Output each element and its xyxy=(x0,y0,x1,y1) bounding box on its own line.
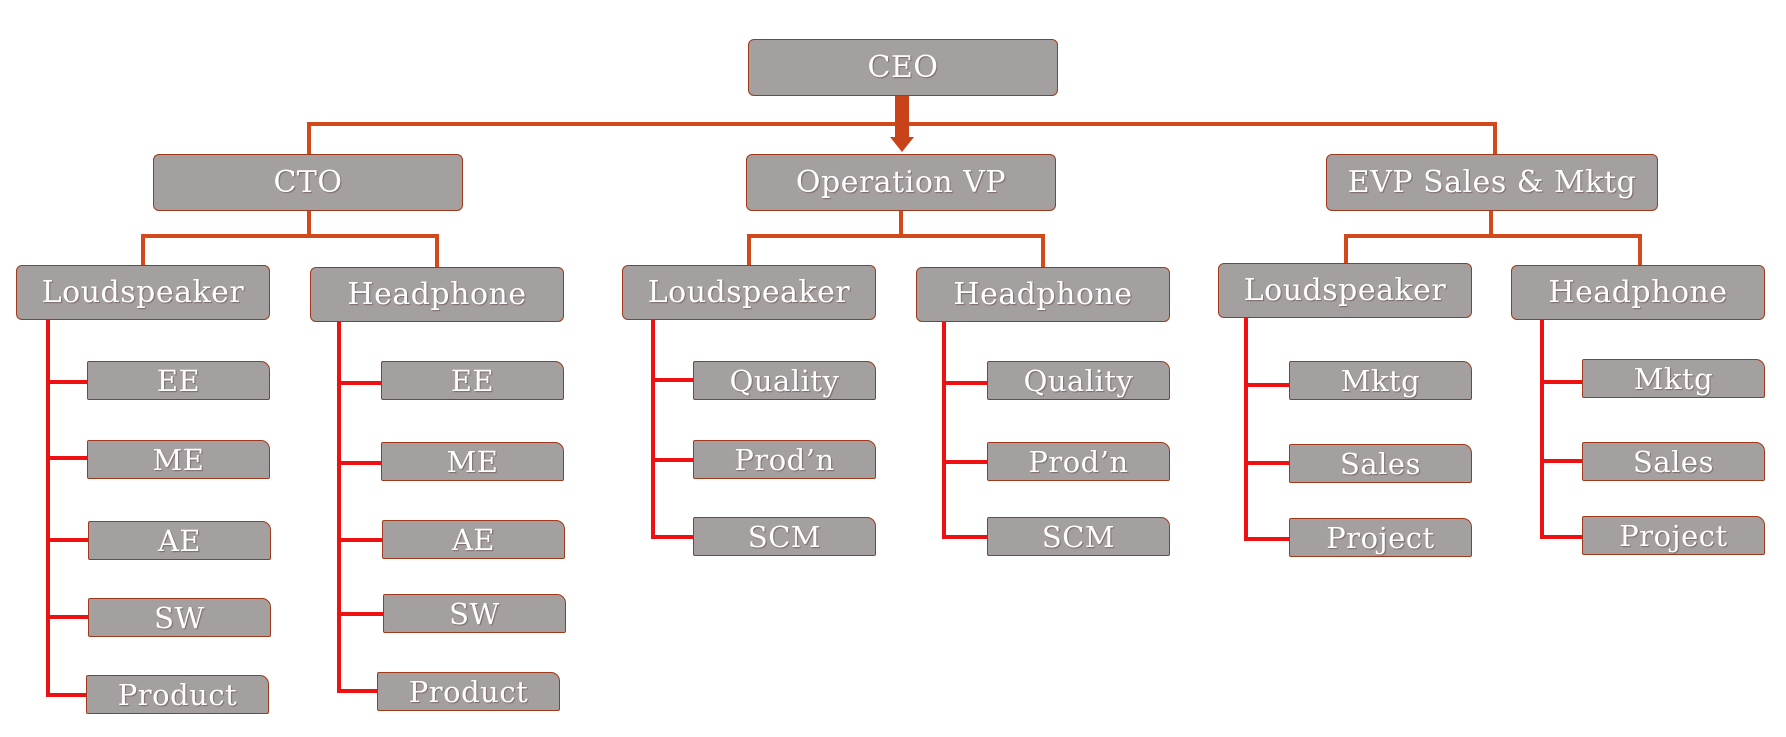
team-box: AE xyxy=(88,521,271,560)
team-label: EE xyxy=(156,363,201,398)
team-box: Product xyxy=(377,672,560,711)
team-box: SCM xyxy=(693,517,876,556)
group-label: Headphone xyxy=(953,277,1133,312)
team-label: EE xyxy=(450,363,495,398)
team-label: Project xyxy=(1326,520,1435,555)
group-box-operation-headphone: Headphone xyxy=(916,267,1170,322)
team-box: EE xyxy=(381,361,564,400)
division-label: Operation VP xyxy=(795,165,1007,200)
team-box: AE xyxy=(382,520,565,559)
team-label: AE xyxy=(157,523,202,558)
group-box-sales-loudspeaker: Loudspeaker xyxy=(1218,263,1472,318)
team-label: SCM xyxy=(747,519,822,554)
team-label: Mktg xyxy=(1340,363,1421,398)
team-label: SW xyxy=(154,600,205,635)
team-box: Product xyxy=(86,675,269,714)
division-box-evp-sales-mktg: EVP Sales & Mktg xyxy=(1326,154,1658,211)
team-box: ME xyxy=(87,440,270,479)
team-label: Quality xyxy=(1023,363,1134,398)
group-box-sales-headphone: Headphone xyxy=(1511,265,1765,320)
team-box: Mktg xyxy=(1582,359,1765,398)
group-label: Loudspeaker xyxy=(647,275,851,310)
group-label: Loudspeaker xyxy=(1243,273,1447,308)
group-box-cto-headphone: Headphone xyxy=(310,267,564,322)
division-label: CTO xyxy=(273,165,343,200)
team-box: Sales xyxy=(1289,444,1472,483)
ceo-label: CEO xyxy=(867,50,939,85)
team-label: Prod’n xyxy=(1028,444,1129,479)
team-box: Project xyxy=(1582,516,1765,555)
division-label: EVP Sales & Mktg xyxy=(1347,165,1637,200)
ceo-box: CEO xyxy=(748,39,1058,96)
team-box: SCM xyxy=(987,517,1170,556)
team-box: Sales xyxy=(1582,442,1765,481)
group-label: Headphone xyxy=(347,277,527,312)
group-label: Loudspeaker xyxy=(41,275,245,310)
team-box: ME xyxy=(381,442,564,481)
team-box: Prod’n xyxy=(987,442,1170,481)
group-label: Headphone xyxy=(1548,275,1728,310)
team-label: AE xyxy=(451,522,496,557)
group-box-cto-loudspeaker: Loudspeaker xyxy=(16,265,270,320)
team-box: SW xyxy=(383,594,566,633)
team-label: SW xyxy=(449,596,500,631)
team-box: EE xyxy=(87,361,270,400)
team-label: Product xyxy=(408,674,529,709)
team-label: Sales xyxy=(1340,446,1421,481)
team-label: Project xyxy=(1619,518,1728,553)
team-label: Quality xyxy=(729,363,840,398)
team-label: Prod’n xyxy=(734,442,835,477)
team-label: Product xyxy=(117,677,238,712)
down-arrow-shaft xyxy=(895,96,909,138)
team-label: ME xyxy=(152,442,205,477)
team-label: SCM xyxy=(1041,519,1116,554)
division-box-operation-vp: Operation VP xyxy=(746,154,1056,211)
group-box-operation-loudspeaker: Loudspeaker xyxy=(622,265,876,320)
team-box: Project xyxy=(1289,518,1472,557)
team-box: Quality xyxy=(987,361,1170,400)
down-arrow-icon xyxy=(890,137,914,152)
team-box: Quality xyxy=(693,361,876,400)
team-box: SW xyxy=(88,598,271,637)
team-box: Prod’n xyxy=(693,440,876,479)
team-box: Mktg xyxy=(1289,361,1472,400)
team-label: Mktg xyxy=(1633,361,1714,396)
team-label: Sales xyxy=(1633,444,1714,479)
division-box-cto: CTO xyxy=(153,154,463,211)
team-label: ME xyxy=(446,444,499,479)
